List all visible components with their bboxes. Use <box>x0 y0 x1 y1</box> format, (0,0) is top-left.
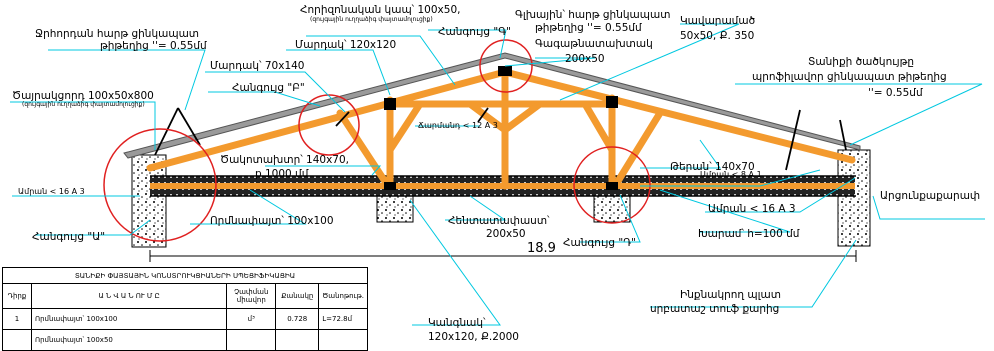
label-knot-g: Հանգույց "Գ" <box>438 26 511 38</box>
label-rafter-top: Մարդակ՝ 120x120 <box>295 39 396 51</box>
col-header-name: Ա Ն Վ Ա Ն ՈՒ Մ Ը <box>30 283 228 309</box>
label-knot-d: Հանգույց "Դ" <box>563 237 636 249</box>
col-header-note: Ծանոթութ. <box>318 283 368 309</box>
label-board-size: 200x50 <box>565 53 605 65</box>
col-header-unit: Չափման միավոր <box>226 283 277 309</box>
knot-a-circle <box>103 128 217 242</box>
label-step-center: Ճարմանդ < 12 A 3 <box>418 121 498 130</box>
label-strut: Թերան՝ 140x70 <box>670 161 755 173</box>
knot-d-circle <box>573 146 651 224</box>
label-rafter-left: Մարդակ՝ 70x140 <box>210 60 305 72</box>
label-ridge-sheet: Գլխային՝ հարթ ցինկապատ <box>515 9 670 21</box>
label-mauerlat: Որմնափայտ՝ 100x100 <box>210 215 334 227</box>
specification-table: ՏԱՆԻՔԻ ՓԱՅՏԱՅԻՆ ԿՈՆՍՏՐՈՒԿՑԻԱՆԵՐԻ ՍՊԵՑԻՖԻ… <box>2 267 368 351</box>
label-eaves-board: Ծայրակցորդ 100x50x800 <box>12 90 154 102</box>
col-header-quantity: Քանակը <box>275 283 320 309</box>
label-column: Կանգնակ՝ <box>428 317 486 329</box>
label-slab: Ինքնակրող պլատ <box>680 289 781 301</box>
label-purlin: Կավարամած <box>680 15 755 27</box>
label-beam-h: Խարամ՝ h=100 մմ <box>698 228 800 240</box>
label-eaves-board-sub: (զույգային ուղղաձիգ փայտամոլուցիք) <box>22 101 145 108</box>
detail-circles <box>103 39 651 242</box>
knot-b-circle <box>298 94 360 156</box>
label-board: Գագաթնատախտակ <box>535 38 653 50</box>
cell-note <box>318 329 368 351</box>
table-row: Որմնափայտ՝ 100x50 <box>2 329 368 351</box>
right-wall <box>837 149 871 247</box>
cell-name: Որմնափայտ՝ 100x50 <box>30 329 228 351</box>
table-row: 1 Որմնափայտ՝ 100x100 մ³ 0.728 L=72.8մ <box>2 308 368 330</box>
knot-g-circle <box>479 39 533 93</box>
timber-members <box>146 68 856 190</box>
label-anchor-right: Ամրան < 16 A 3 <box>708 203 796 215</box>
label-lath: Ծակոտախտր՝ 140x70, <box>220 154 349 166</box>
label-purlin-size: 50x50, Ք. 350 <box>680 30 754 42</box>
callout-lines <box>10 23 985 326</box>
label-roofing: Տանիքի ծածկույթը <box>808 56 914 68</box>
label-joint-beam-sub: (զույգային ուղղաձիգ փայտամոլուցիք) <box>310 16 433 23</box>
label-floor-slab: Հենտատափաստ՝ <box>448 215 550 227</box>
label-roofing-2: պրոֆիլավոր ցինկապատ թիթեղից <box>752 71 947 83</box>
label-ridge-sheet-2: թիթեղից ''= 0.55մմ <box>535 22 642 34</box>
col-header-position: Դիրք <box>2 283 32 309</box>
label-joint-beam: Հորիզոնական կապ՝ 100x50, <box>300 4 460 16</box>
cell-position <box>2 329 32 351</box>
joint-plates <box>384 66 618 190</box>
label-floor-slab-size: 200x50 <box>486 228 526 240</box>
cell-unit <box>226 329 277 351</box>
table-title: ՏԱՆԻՔԻ ՓԱՅՏԱՅԻՆ ԿՈՆՍՏՐՈՒԿՑԻԱՆԵՐԻ ՍՊԵՑԻՖԻ… <box>2 267 368 284</box>
cell-quantity: 0.728 <box>275 308 320 330</box>
label-roofing-3: ''= 0.55մմ <box>868 87 923 99</box>
cell-position: 1 <box>2 308 32 330</box>
label-lath-2: p.1000 մմ <box>255 168 309 180</box>
label-knot-a: Հանգույց "Ա" <box>32 231 105 243</box>
label-tile-top: Ջրհորդան հարթ ցինկապատ <box>35 28 199 40</box>
label-slab-2: սրբատաշ տուֆ քարից <box>650 303 779 315</box>
dimension-value: 18.9 <box>527 241 556 256</box>
cell-name: Որմնափայտ՝ 100x100 <box>30 308 228 330</box>
cell-unit: մ³ <box>226 308 277 330</box>
roof-sheet <box>123 52 861 159</box>
braces <box>154 107 847 171</box>
label-knot-b: Հանգույց "Բ" <box>232 82 305 94</box>
cell-quantity <box>275 329 320 351</box>
label-column-size: 120x120, Ք.2000 <box>428 331 519 343</box>
label-anchor-right-top: Ամրան < 8 A 1 <box>700 170 762 179</box>
cell-note: L=72.8մ <box>318 308 368 330</box>
label-gutter: Արցունքաքարափ <box>880 190 980 202</box>
label-anchor-left: Ամրան < 16 A 3 <box>18 187 85 196</box>
label-tile-top-2: թիթեղից ''= 0.55մմ <box>100 40 207 52</box>
